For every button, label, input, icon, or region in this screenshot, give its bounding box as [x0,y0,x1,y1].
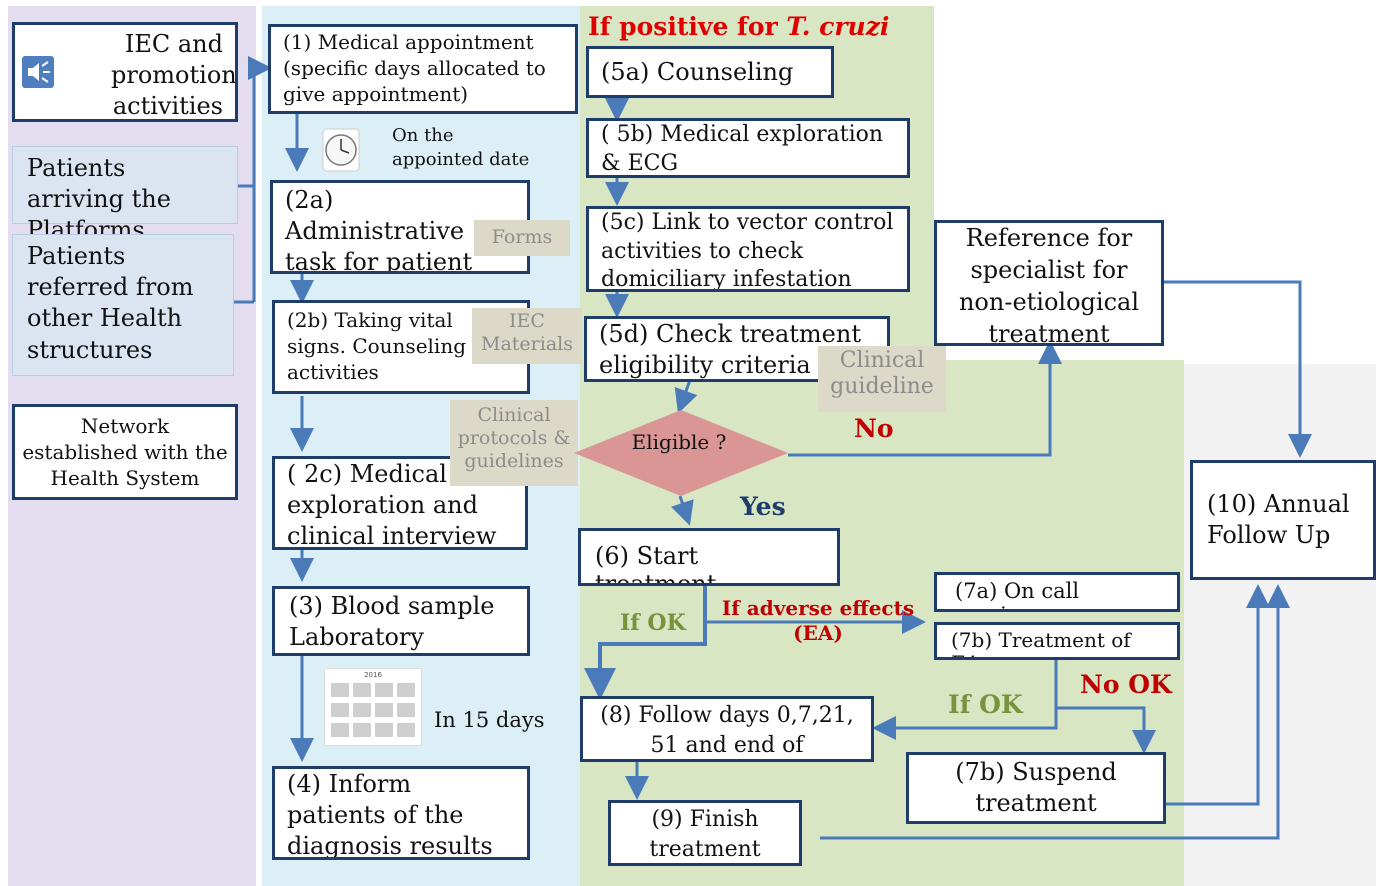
iec-promotion-text: IEC and promotion activities [111,30,237,121]
step-3-text: (3) Blood sample Laboratory [289,592,495,652]
step-4-inform: (4) Inform patients of the diagnosis res… [272,766,530,860]
step-1-text: (1) Medical appointment (specific days a… [283,30,546,106]
step-8-follow-days: (8) Follow days 0,7,21, 51 and end of tr… [580,696,874,762]
step-5d-text: (5d) Check treatment eligibility criteri… [599,320,861,380]
reference-text: Reference for specialist for non-etiolog… [958,224,1140,346]
step-7b-suspend: (7b) Suspend treatment [906,752,1166,824]
appointed-date-label: On the appointed date [392,125,530,171]
if-ok-label-2: If OK [948,690,1023,719]
doc-forms: Forms [474,220,570,256]
iec-promotion-box: IEC and promotion activities [12,22,238,122]
step-7b-suspend-text: (7b) Suspend treatment [955,758,1117,818]
step-7b-text: (7b) Treatment of EA [951,628,1131,658]
step-5a-counseling: (5a) Counseling [586,46,834,98]
calendar-icon: 2016 [324,668,422,746]
step-10-text: (10) Annual Follow Up [1207,490,1350,550]
adverse-effects-label: If adverse effects (EA) [721,596,915,645]
step-2c-text: ( 2c) Medical exploration and clinical i… [287,460,497,550]
calendar-year: 2016 [364,671,382,679]
no-label: No [854,414,894,443]
network-text: Network established with the Health Syst… [22,414,228,490]
step-5c-text: (5c) Link to vector control activities t… [601,210,894,292]
patients-referred-box: Patients referred from other Health stru… [12,234,234,376]
step-9-finish: (9) Finish treatment [608,800,802,866]
patients-referred-text: Patients referred from other Health stru… [27,242,194,364]
reference-specialist: Reference for specialist for non-etiolog… [934,220,1164,346]
step-1-appointment: (1) Medical appointment (specific days a… [268,24,578,114]
step-9-text: (9) Finish treatment [649,807,761,862]
eligible-diamond [574,410,788,496]
step-10-annual-follow-up: (10) Annual Follow Up [1190,460,1376,580]
eligible-label: Eligible ? [631,430,727,454]
yes-label: Yes [740,492,786,521]
step-5c-vector-control: (5c) Link to vector control activities t… [586,206,910,292]
step-7a-on-call: (7a) On call service [934,572,1180,612]
doc-clinical-guideline: Clinical guideline [818,346,946,412]
positive-header: If positive for T. cruzi [588,12,890,41]
step-3-blood-sample: (3) Blood sample Laboratory [272,586,530,656]
patients-arriving-box: Patients arriving the Platforms [12,146,238,244]
step-2a-registration: (2a) Administrative task for patient reg… [270,180,530,274]
step-6-text: (6) Start treatment [595,542,717,586]
step-6-start-treatment: (6) Start treatment [578,528,840,586]
step-4-text: (4) Inform patients of the diagnosis res… [287,770,493,860]
in-15-days-label: In 15 days [434,708,545,732]
step-7a-text: (7a) On call service [955,579,1080,609]
clock-icon [322,128,360,172]
step-5a-text: (5a) Counseling [601,58,794,86]
network-box: Network established with the Health Syst… [12,404,238,500]
step-2b-text: (2b) Taking vital signs. Counseling acti… [287,308,467,384]
step-8-text: (8) Follow days 0,7,21, 51 and end of tr… [600,703,854,758]
if-ok-label-1: If OK [620,610,686,636]
step-2a-text: (2a) Administrative task for patient reg… [285,186,473,274]
no-ok-label: No OK [1080,670,1172,699]
step-5b-exploration: ( 5b) Medical exploration & ECG [586,118,910,178]
column-follow-up [1184,364,1376,886]
speaker-icon [22,56,54,88]
doc-clinical-protocols: Clinical protocols & guidelines [450,400,578,486]
step-7b-treatment-ea: (7b) Treatment of EA [934,622,1180,660]
step-5b-text: ( 5b) Medical exploration & ECG [601,122,884,176]
doc-iec-materials: IEC Materials [472,308,582,364]
